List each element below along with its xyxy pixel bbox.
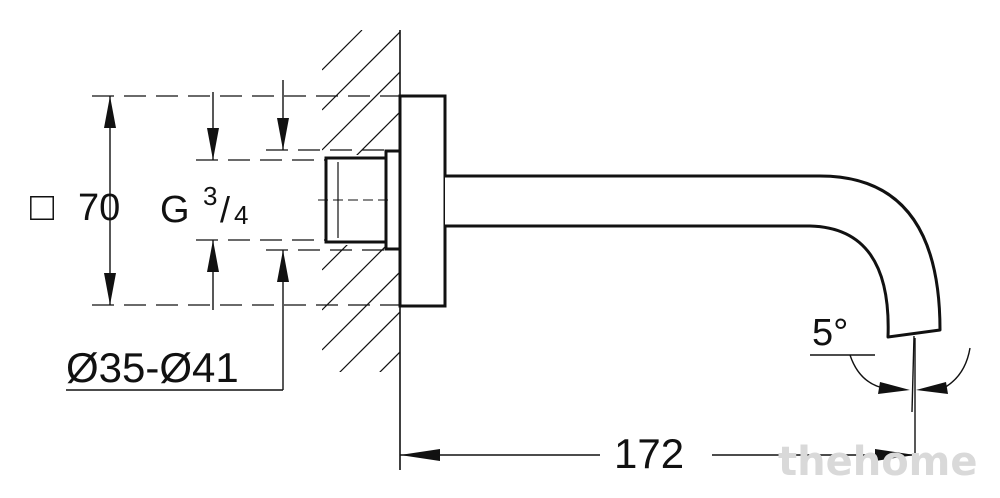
- square-symbol: □: [30, 185, 54, 229]
- arrow-angle-right: [916, 382, 948, 394]
- extension-lines: [92, 95, 400, 306]
- arrow-bore-bottom: [277, 250, 289, 282]
- arrow-square-bottom: [104, 273, 116, 305]
- thread-collar: [384, 149, 402, 251]
- thread-numerator: 3: [203, 181, 217, 211]
- angle-label: 5°: [812, 312, 848, 354]
- arrow-length-left: [400, 449, 440, 461]
- square-value: 70: [78, 187, 120, 229]
- thread-slash: /: [220, 189, 230, 230]
- thread-prefix: G: [160, 189, 190, 231]
- arrow-bore-top: [277, 118, 289, 150]
- arrow-angle-left: [878, 382, 910, 394]
- thread-denominator: 4: [234, 200, 248, 230]
- length-label: 172: [614, 430, 684, 477]
- arrow-thread-bottom: [207, 240, 219, 272]
- bore-range-label: Ø35-Ø41: [66, 344, 239, 391]
- arrow-thread-top: [207, 128, 219, 160]
- arrow-length-right: [875, 449, 915, 461]
- watermark-text: thehome: [778, 439, 978, 485]
- spout-outline: [445, 174, 942, 339]
- arrow-square-top: [104, 96, 116, 128]
- wall-plate: [398, 94, 447, 308]
